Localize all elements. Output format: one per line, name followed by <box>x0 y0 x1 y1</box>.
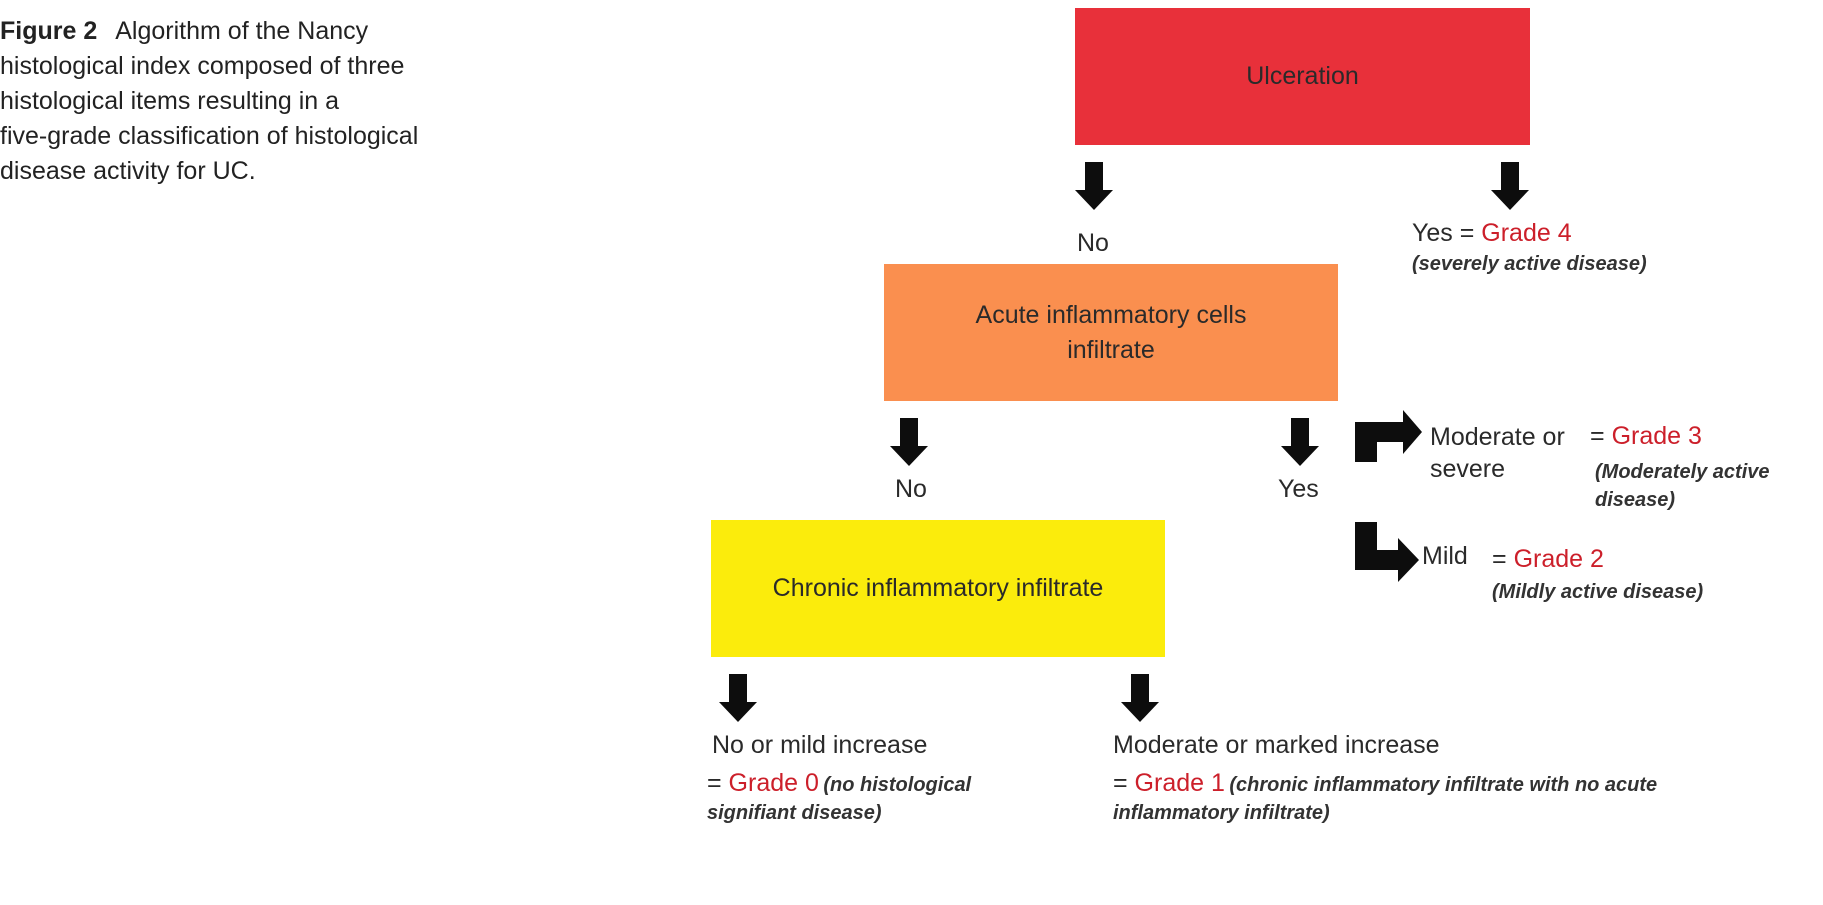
caption-line-3: histological items resulting in a <box>0 87 340 115</box>
grade-0-label: Grade 0 <box>728 769 819 797</box>
ulceration-label: Ulceration <box>1246 62 1359 90</box>
chronic-infiltrate-label: Chronic inflammatory infiltrate <box>772 574 1104 602</box>
figure-label: Figure 2 <box>0 17 98 45</box>
chronic-infiltrate-box: Chronic inflammatory infiltrate <box>711 520 1165 657</box>
grade-2-eq: = <box>1492 545 1507 573</box>
acute-infiltrate-label: Acute inflammatory cells infiltrate <box>975 300 1247 364</box>
arrow-down-acute-yes <box>1281 418 1319 466</box>
grade-0-note: (no histological signifiant disease) <box>707 774 972 824</box>
low-increase-label: No or mild increase <box>712 731 928 759</box>
caption-line-5: disease activity for UC. <box>0 157 256 185</box>
moderate-severe-label: Moderate or severe <box>1430 423 1565 483</box>
grade-4-note: (severely active disease) <box>1412 253 1647 275</box>
grade-2-note: (Mildly active disease) <box>1492 581 1704 603</box>
arrow-down-ulceration-yes <box>1491 162 1529 210</box>
mild-label: Mild <box>1422 542 1468 570</box>
acute-infiltrate-box: Acute inflammatory cells infiltrate <box>884 264 1338 401</box>
grade-3-eq: = <box>1590 422 1605 450</box>
grade-4-result: Yes = Grade 4 (severely active disease) <box>1412 218 1742 278</box>
arrow-bent-up-right <box>1355 410 1422 462</box>
grade-3-label: Grade 3 <box>1611 422 1702 450</box>
grade-0-result: = Grade 0 (no histological signifiant di… <box>707 768 1047 827</box>
high-increase-label: Moderate or marked increase <box>1113 731 1440 759</box>
figure-caption: Figure 2 Algorithm of the Nancy histologi… <box>0 14 470 189</box>
ulceration-box: Ulceration <box>1075 8 1530 145</box>
grade-3-note: (Moderately active disease) <box>1595 461 1770 511</box>
ulceration-no-label: No <box>1077 229 1109 257</box>
acute-no-label: No <box>895 475 927 503</box>
arrow-bent-down-right <box>1355 522 1419 582</box>
grade-3-result: = Grade 3 <box>1590 421 1702 451</box>
grade-1-note: (chronic inflammatory infiltrate with no… <box>1113 774 1658 824</box>
grade-2-label: Grade 2 <box>1513 545 1604 573</box>
arrow-down-chronic-high <box>1121 674 1159 722</box>
grade-0-eq: = <box>707 769 729 797</box>
caption-line-4: five-grade classification of histologica… <box>0 122 419 150</box>
grade-1-eq: = <box>1113 769 1135 797</box>
grade-2-result: = Grade 2 <box>1492 544 1604 574</box>
caption-line-2: histological index composed of three <box>0 52 405 80</box>
grade-4-label: Grade 4 <box>1481 219 1572 247</box>
grade-4-yes-prefix: Yes = <box>1412 219 1482 247</box>
arrow-down-acute-no <box>890 418 928 466</box>
grade-1-label: Grade 1 <box>1134 769 1225 797</box>
acute-yes-label: Yes <box>1278 475 1319 503</box>
arrow-down-chronic-low <box>719 674 757 722</box>
arrow-down-ulceration-no <box>1075 162 1113 210</box>
grade-1-result: = Grade 1 (chronic inflammatory infiltra… <box>1113 768 1773 827</box>
caption-line-1: Algorithm of the Nancy <box>115 17 369 45</box>
